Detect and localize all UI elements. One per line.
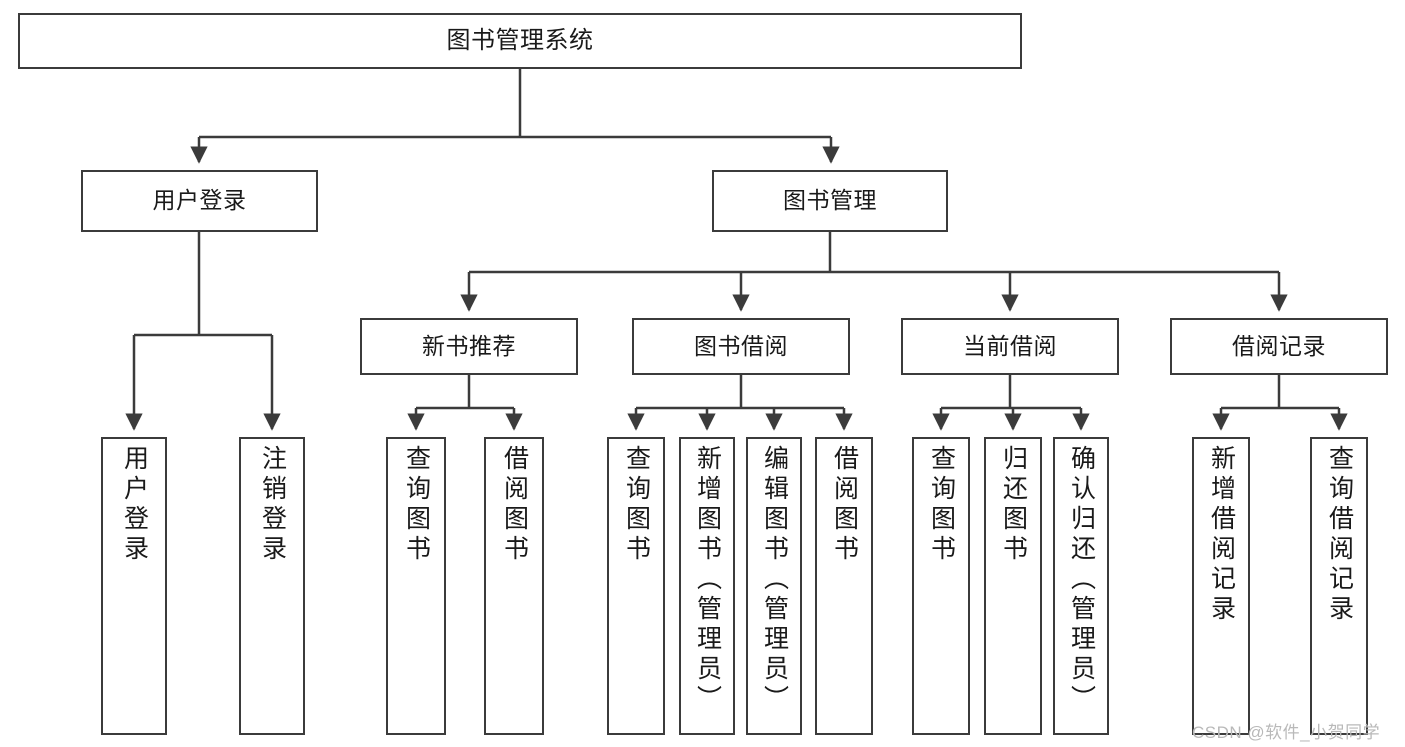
node-leaf-query-book-2-label: 查询图书 [622, 445, 651, 565]
node-user-login[interactable]: 用户登录 [81, 170, 318, 232]
node-leaf-return-book-label: 归还图书 [999, 445, 1028, 565]
node-leaf-query-book-1[interactable]: 查询图书 [386, 437, 446, 735]
node-leaf-return-book[interactable]: 归还图书 [984, 437, 1042, 735]
node-leaf-query-book-3-label: 查询图书 [927, 445, 956, 565]
node-root[interactable]: 图书管理系统 [18, 13, 1022, 69]
node-leaf-query-record-label: 查询借阅记录 [1325, 445, 1354, 625]
node-leaf-borrow-book-1-label: 借阅图书 [500, 445, 529, 565]
node-current-borrow[interactable]: 当前借阅 [901, 318, 1119, 375]
node-leaf-add-book[interactable]: 新增图书（管理员） [679, 437, 735, 735]
node-current-borrow-label: 当前借阅 [963, 332, 1057, 359]
node-leaf-query-book-1-label: 查询图书 [402, 445, 431, 565]
node-book-manage[interactable]: 图书管理 [712, 170, 948, 232]
node-borrow-record-label: 借阅记录 [1232, 332, 1326, 359]
node-leaf-borrow-book-1[interactable]: 借阅图书 [484, 437, 544, 735]
node-new-book-rec[interactable]: 新书推荐 [360, 318, 578, 375]
node-leaf-add-book-label: 新增图书（管理员） [693, 445, 722, 715]
node-leaf-query-record[interactable]: 查询借阅记录 [1310, 437, 1368, 735]
node-leaf-confirm-return-label: 确认归还（管理员） [1067, 445, 1096, 715]
node-leaf-borrow-book-2-label: 借阅图书 [830, 445, 859, 565]
node-book-borrow-label: 图书借阅 [694, 332, 788, 359]
node-leaf-confirm-return[interactable]: 确认归还（管理员） [1053, 437, 1109, 735]
node-leaf-user-logout[interactable]: 注销登录 [239, 437, 305, 735]
node-user-login-label: 用户登录 [152, 187, 247, 214]
node-leaf-user-login-label: 用户登录 [120, 445, 149, 565]
node-borrow-record[interactable]: 借阅记录 [1170, 318, 1388, 375]
node-leaf-borrow-book-2[interactable]: 借阅图书 [815, 437, 873, 735]
node-leaf-user-login[interactable]: 用户登录 [101, 437, 167, 735]
node-leaf-add-record[interactable]: 新增借阅记录 [1192, 437, 1250, 735]
node-leaf-query-book-3[interactable]: 查询图书 [912, 437, 970, 735]
node-leaf-add-record-label: 新增借阅记录 [1207, 445, 1236, 625]
node-leaf-edit-book[interactable]: 编辑图书（管理员） [746, 437, 802, 735]
node-leaf-query-book-2[interactable]: 查询图书 [607, 437, 665, 735]
node-new-book-rec-label: 新书推荐 [422, 332, 516, 359]
node-leaf-edit-book-label: 编辑图书（管理员） [760, 445, 789, 715]
node-root-label: 图书管理系统 [446, 26, 594, 54]
node-book-manage-label: 图书管理 [783, 187, 877, 214]
node-leaf-user-logout-label: 注销登录 [258, 445, 287, 565]
csdn-watermark: CSDN @软件_小贺同学 [1192, 723, 1381, 742]
node-book-borrow[interactable]: 图书借阅 [632, 318, 850, 375]
